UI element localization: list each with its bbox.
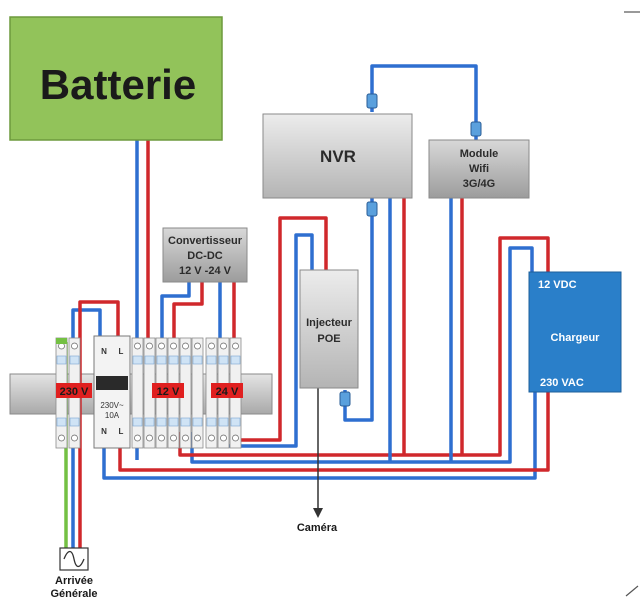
mains-label-line1: Arrivée	[55, 575, 93, 587]
edge-mark	[625, 585, 639, 597]
terminal-screw	[146, 342, 153, 350]
terminal-clamp	[69, 417, 80, 427]
wifi-module-box	[428, 139, 530, 199]
tag-12v-label: 12 V	[157, 386, 180, 398]
wire-breaker-out-neutral	[102, 392, 537, 480]
terminal-clamp	[144, 355, 155, 365]
earth-terminal-marker	[56, 338, 67, 344]
ac-sine-icon	[63, 550, 85, 568]
terminal-screw	[220, 342, 227, 350]
terminal-clamp	[230, 355, 241, 365]
terminal-screw	[58, 434, 65, 442]
terminal-clamp	[218, 417, 229, 427]
terminal-screw	[194, 342, 201, 350]
terminal-clamp	[156, 355, 167, 365]
terminal-clamp	[168, 417, 179, 427]
nvr-label: NVR	[320, 147, 356, 166]
rj45-connector	[366, 201, 378, 217]
rj45-connector	[366, 93, 378, 109]
wire-breaker-out-live	[118, 392, 550, 472]
wire-converter-in-positive	[172, 282, 204, 342]
mains-label-line2: Générale	[50, 588, 97, 598]
breaker-toggle	[96, 376, 128, 390]
terminal-screw	[71, 342, 78, 350]
converter-box	[162, 227, 248, 283]
wifi-module-line3: 3G/4G	[463, 178, 495, 190]
battery-box	[9, 16, 223, 141]
terminal-screw	[71, 434, 78, 442]
terminal-screw	[182, 342, 189, 350]
terminal-screw	[232, 342, 239, 350]
terminal-screw	[232, 434, 239, 442]
terminal-clamp	[192, 355, 203, 365]
charger-middle-label: Chargeur	[551, 332, 601, 344]
terminal-clamp	[56, 355, 67, 365]
terminal-clamp	[132, 355, 143, 365]
terminal-screw	[170, 342, 177, 350]
terminal-clamp	[206, 355, 217, 365]
terminal-clamp	[230, 417, 241, 427]
converter-line3: 12 V -24 V	[179, 265, 232, 277]
terminal-clamp	[144, 417, 155, 427]
breaker-terminal-n-bottom: N	[101, 427, 107, 436]
terminal-block	[191, 337, 204, 449]
terminal-screw	[146, 434, 153, 442]
circuit-breaker	[93, 335, 131, 449]
charger-box	[528, 271, 622, 393]
terminal-screw	[220, 434, 227, 442]
poe-injector-line2: POE	[317, 333, 340, 345]
wifi-module-line1: Module	[460, 148, 499, 160]
tag-230v-label: 230 V	[60, 386, 89, 398]
terminal-clamp	[180, 417, 191, 427]
terminal-clamp	[192, 417, 203, 427]
terminal-screw	[208, 434, 215, 442]
charger-bottom-label: 230 VAC	[540, 377, 584, 389]
tag-24v-label: 24 V	[216, 386, 239, 398]
terminal-clamp	[180, 355, 191, 365]
wifi-module-line2: Wifi	[469, 163, 489, 175]
tag-24v	[211, 383, 243, 398]
camera-label: Caméra	[297, 522, 338, 534]
wire-converter-in-negative	[160, 282, 191, 342]
breaker-terminal-n-top: N	[101, 347, 107, 356]
tag-230v	[56, 383, 92, 398]
rj45-connector	[470, 121, 482, 137]
wire-charger-dc-negative	[190, 246, 534, 464]
camera-arrow	[313, 508, 323, 518]
terminal-clamp	[69, 355, 80, 365]
terminal-screw	[158, 434, 165, 442]
battery-label: Batterie	[40, 61, 196, 108]
poe-injector-box	[299, 269, 359, 389]
terminal-clamp	[168, 355, 179, 365]
breaker-terminal-l-bottom: L	[119, 427, 124, 436]
wire-charger-dc-positive	[178, 236, 550, 457]
terminal-block	[131, 337, 144, 449]
terminal-clamp	[56, 417, 67, 427]
converter-line2: DC-DC	[187, 250, 222, 262]
terminal-clamp	[218, 355, 229, 365]
rj45-connector	[339, 391, 351, 407]
converter-line1: Convertisseur	[168, 235, 243, 247]
breaker-terminal-l-top: L	[119, 347, 124, 356]
breaker-rating-line2: 10A	[105, 411, 120, 420]
terminal-screw	[134, 434, 141, 442]
terminal-clamp	[132, 417, 143, 427]
nvr-box	[262, 113, 413, 199]
terminal-screw	[182, 434, 189, 442]
poe-injector-line1: Injecteur	[306, 317, 353, 329]
terminal-screw	[194, 434, 201, 442]
terminal-screw	[170, 434, 177, 442]
terminal-clamp	[206, 417, 217, 427]
terminal-clamp	[156, 417, 167, 427]
terminal-screw	[134, 342, 141, 350]
terminal-screw	[208, 342, 215, 350]
terminal-screw	[158, 342, 165, 350]
charger-top-label: 12 VDC	[538, 279, 577, 291]
cable-nvr-wifi	[370, 64, 478, 140]
tag-12v	[152, 383, 184, 398]
breaker-rating-line1: 230V~	[100, 401, 124, 410]
